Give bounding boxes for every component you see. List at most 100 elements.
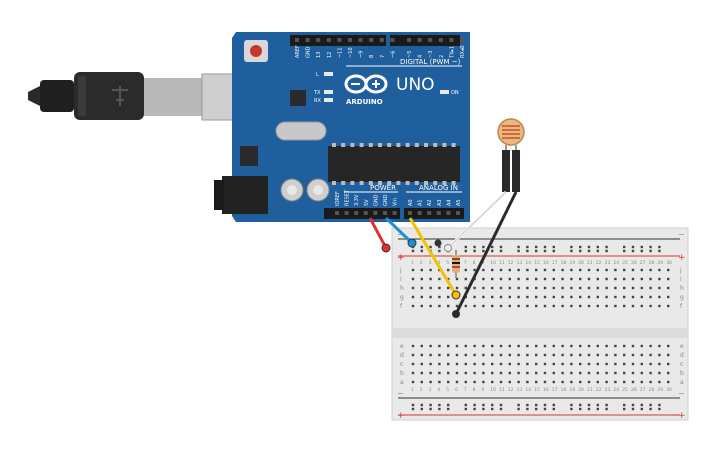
terminal-hole[interactable]	[649, 371, 652, 375]
terminal-hole[interactable]	[658, 344, 661, 348]
terminal-hole[interactable]	[667, 353, 670, 357]
terminal-hole[interactable]	[429, 353, 432, 357]
rail-hole[interactable]	[535, 245, 538, 249]
rail-hole[interactable]	[579, 407, 582, 411]
rail-hole[interactable]	[552, 403, 555, 407]
digital-pin[interactable]	[358, 38, 363, 42]
terminal-hole[interactable]	[411, 304, 415, 308]
terminal-hole[interactable]	[587, 295, 591, 299]
rail-hole[interactable]	[438, 249, 441, 253]
terminal-hole[interactable]	[631, 380, 635, 384]
terminal-hole[interactable]	[649, 380, 652, 384]
terminal-hole[interactable]	[640, 286, 643, 290]
terminal-hole[interactable]	[570, 304, 573, 308]
rail-hole[interactable]	[543, 245, 547, 249]
rail-hole[interactable]	[649, 249, 652, 253]
rail-hole[interactable]	[526, 245, 529, 249]
power-pin[interactable]	[383, 211, 387, 215]
terminal-hole[interactable]	[464, 353, 467, 357]
terminal-hole[interactable]	[640, 380, 643, 384]
digital-pin[interactable]	[417, 38, 422, 42]
terminal-hole[interactable]	[649, 277, 652, 281]
digital-pin[interactable]	[326, 38, 331, 42]
rail-hole[interactable]	[596, 245, 599, 249]
rail-hole[interactable]	[587, 407, 591, 411]
terminal-hole[interactable]	[561, 371, 564, 375]
terminal-hole[interactable]	[482, 268, 485, 272]
terminal-hole[interactable]	[464, 268, 467, 272]
terminal-hole[interactable]	[517, 268, 520, 272]
terminal-hole[interactable]	[631, 295, 635, 299]
rail-hole[interactable]	[491, 245, 494, 249]
analog-pin[interactable]	[417, 211, 422, 215]
terminal-hole[interactable]	[579, 304, 582, 308]
analog-pin[interactable]	[436, 211, 441, 215]
terminal-hole[interactable]	[649, 304, 652, 308]
terminal-hole[interactable]	[579, 371, 582, 375]
terminal-hole[interactable]	[508, 295, 511, 299]
rail-hole[interactable]	[491, 407, 494, 411]
terminal-hole[interactable]	[455, 277, 459, 281]
terminal-hole[interactable]	[614, 304, 617, 308]
digital-pin[interactable]	[295, 38, 299, 42]
terminal-hole[interactable]	[447, 295, 450, 299]
rail-hole[interactable]	[543, 403, 547, 407]
terminal-hole[interactable]	[596, 295, 599, 299]
rail-hole[interactable]	[605, 249, 608, 253]
terminal-hole[interactable]	[535, 304, 538, 308]
terminal-hole[interactable]	[614, 362, 617, 366]
terminal-hole[interactable]	[640, 277, 643, 281]
rail-hole[interactable]	[420, 407, 423, 411]
rail-hole[interactable]	[623, 245, 626, 249]
terminal-hole[interactable]	[491, 295, 494, 299]
power-pin[interactable]	[344, 211, 349, 215]
terminal-hole[interactable]	[438, 380, 441, 384]
wire-red-5v[interactable]	[368, 217, 388, 249]
terminal-hole[interactable]	[491, 344, 494, 348]
terminal-hole[interactable]	[587, 380, 591, 384]
terminal-hole[interactable]	[455, 371, 459, 375]
rail-hole[interactable]	[429, 245, 432, 249]
terminal-hole[interactable]	[517, 286, 520, 290]
terminal-hole[interactable]	[491, 268, 494, 272]
terminal-hole[interactable]	[517, 277, 520, 281]
rail-hole[interactable]	[526, 407, 529, 411]
rail-hole[interactable]	[658, 403, 661, 407]
terminal-hole[interactable]	[526, 344, 529, 348]
rail-hole[interactable]	[552, 245, 555, 249]
terminal-hole[interactable]	[614, 295, 617, 299]
terminal-hole[interactable]	[658, 304, 661, 308]
terminal-hole[interactable]	[552, 286, 555, 290]
terminal-hole[interactable]	[658, 380, 661, 384]
terminal-hole[interactable]	[658, 353, 661, 357]
rail-hole[interactable]	[570, 403, 573, 407]
terminal-hole[interactable]	[561, 344, 564, 348]
terminal-hole[interactable]	[552, 277, 555, 281]
terminal-hole[interactable]	[570, 268, 573, 272]
terminal-hole[interactable]	[420, 362, 423, 366]
terminal-hole[interactable]	[420, 268, 423, 272]
terminal-hole[interactable]	[667, 344, 670, 348]
terminal-hole[interactable]	[614, 371, 617, 375]
terminal-hole[interactable]	[640, 295, 643, 299]
rail-hole[interactable]	[535, 249, 538, 253]
terminal-hole[interactable]	[605, 344, 608, 348]
terminal-hole[interactable]	[535, 277, 538, 281]
terminal-hole[interactable]	[491, 371, 494, 375]
terminal-hole[interactable]	[447, 362, 450, 366]
terminal-hole[interactable]	[649, 286, 652, 290]
terminal-hole[interactable]	[447, 304, 450, 308]
rail-hole[interactable]	[429, 407, 432, 411]
terminal-hole[interactable]	[605, 362, 608, 366]
terminal-hole[interactable]	[499, 362, 503, 366]
terminal-hole[interactable]	[517, 304, 520, 308]
rail-hole[interactable]	[473, 249, 476, 253]
rail-hole[interactable]	[605, 403, 608, 407]
terminal-hole[interactable]	[464, 286, 467, 290]
terminal-hole[interactable]	[420, 295, 423, 299]
terminal-hole[interactable]	[447, 268, 450, 272]
terminal-hole[interactable]	[614, 268, 617, 272]
power-pin[interactable]	[363, 211, 368, 215]
terminal-hole[interactable]	[429, 268, 432, 272]
power-pin[interactable]	[373, 211, 378, 215]
